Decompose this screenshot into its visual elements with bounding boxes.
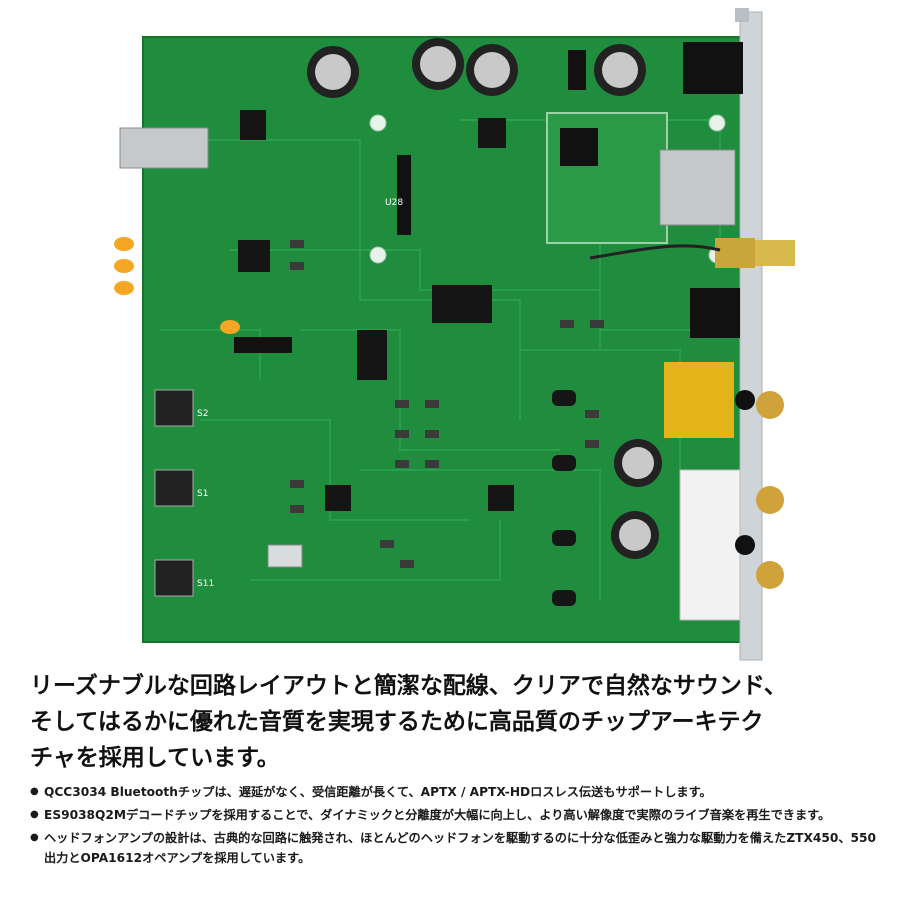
- caption: リーズナブルな回路レイアウトと簡潔な配線、クリアで自然なサウンド、 そしてはるか…: [30, 668, 880, 871]
- headline-line: チャを採用しています。: [30, 745, 280, 771]
- headline-line: そしてはるかに優れた音質を実現するために高品質のチップアーキテク: [30, 709, 764, 735]
- feature-text: ES9038Q2Mデコードチップを採用することで、ダイナミックと分離度が大幅に向…: [44, 808, 831, 822]
- svg-text:S11: S11: [197, 579, 214, 589]
- bullet-icon: ●: [30, 832, 39, 843]
- feature-item: ● ヘッドフォンアンプの設計は、古典的な回路に触発され、ほとんどのヘッドフォンを…: [30, 828, 880, 868]
- headline-line: リーズナブルな回路レイアウトと簡潔な配線、クリアで自然なサウンド、: [30, 673, 787, 699]
- feature-item: ● QCC3034 Bluetoothチップは、遅延がなく、受信距離が長くて、A…: [30, 782, 880, 802]
- feature-text: ヘッドフォンアンプの設計は、古典的な回路に触発され、ほとんどのヘッドフォンを駆動…: [44, 831, 876, 865]
- bullet-icon: ●: [30, 786, 39, 797]
- feature-text: QCC3034 Bluetoothチップは、遅延がなく、受信距離が長くて、APT…: [44, 785, 712, 799]
- feature-item: ● ES9038Q2Mデコードチップを採用することで、ダイナミックと分離度が大幅…: [30, 805, 880, 825]
- feature-list: ● QCC3034 Bluetoothチップは、遅延がなく、受信距離が長くて、A…: [30, 782, 880, 868]
- metal-panel: [739, 11, 763, 661]
- svg-text:S2: S2: [197, 409, 208, 419]
- headline: リーズナブルな回路レイアウトと簡潔な配線、クリアで自然なサウンド、 そしてはるか…: [30, 668, 880, 776]
- svg-text:U28: U28: [385, 198, 403, 208]
- svg-text:S1: S1: [197, 489, 208, 499]
- bullet-icon: ●: [30, 809, 39, 820]
